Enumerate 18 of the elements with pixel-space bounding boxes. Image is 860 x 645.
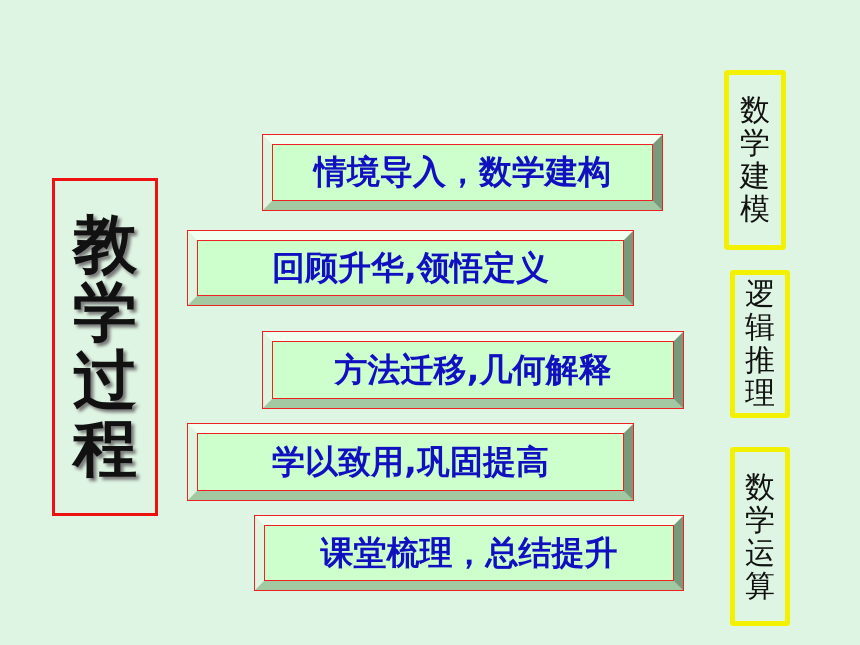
- bevel-box: [188, 231, 633, 305]
- outlined-box: [730, 447, 790, 626]
- box-text: 方法迁移,几何解释: [334, 348, 612, 390]
- outlined-box: [724, 70, 786, 250]
- bevel-box: [263, 332, 683, 408]
- box-text: 逻辑推理: [744, 278, 776, 410]
- bevel-box: [255, 516, 683, 590]
- box-text: 课堂梳理，总结提升: [320, 532, 618, 574]
- bevel-box: [263, 135, 662, 210]
- box-text: 情境导入，数学建构: [314, 151, 611, 193]
- box-text: 数学建模: [738, 94, 771, 226]
- title-box: [52, 178, 158, 516]
- box-text: 数学运算: [744, 470, 776, 602]
- box-text: 学以致用,巩固提高: [272, 440, 549, 482]
- box-text: 回顾升华,领悟定义: [272, 246, 549, 288]
- outlined-box: [730, 270, 790, 418]
- bevel-box: [188, 424, 633, 500]
- title-text: 教学过程: [72, 211, 138, 483]
